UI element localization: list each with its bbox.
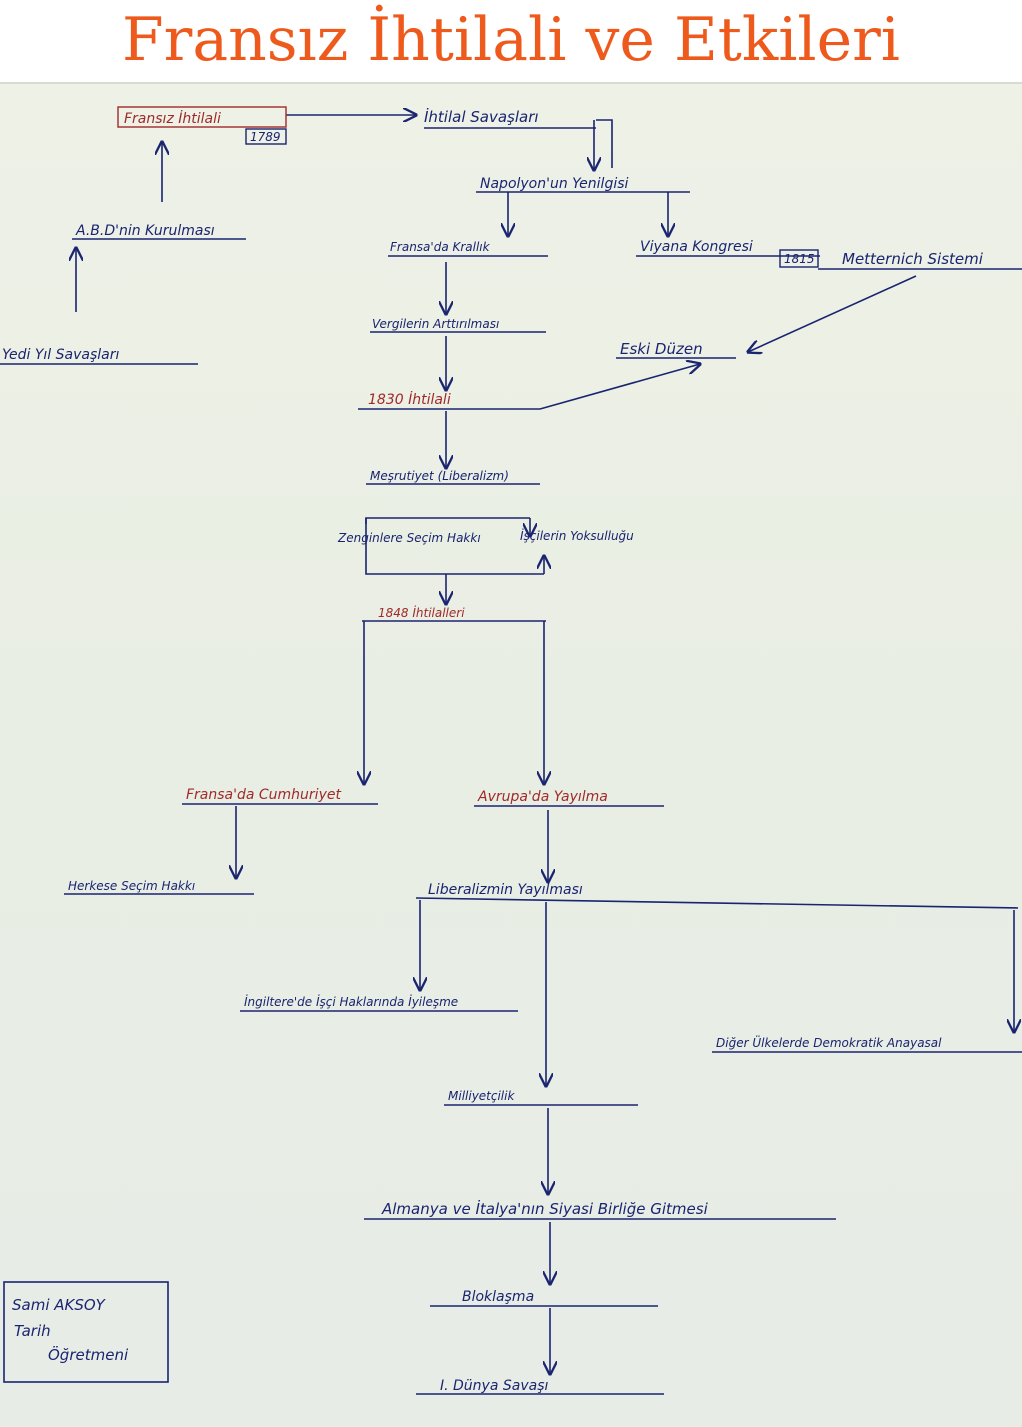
node-diger-ulkeler: Diğer Ülkelerde Demokratik Anayasal xyxy=(716,1034,942,1050)
node-almanya-italya: Almanya ve İtalya'nın Siyasi Birliğe Git… xyxy=(381,1199,709,1218)
page-title: Fransız İhtilali ve Etkileri xyxy=(122,5,900,75)
node-mesrutiyet: Meşrutiyet (Liberalizm) xyxy=(370,469,509,483)
title-band: Fransız İhtilali ve Etkileri xyxy=(0,0,1022,82)
connector-savaslar xyxy=(596,119,613,168)
node-1830: 1830 İhtilali xyxy=(368,390,451,408)
bracket-top xyxy=(365,517,530,524)
signature-box xyxy=(3,1281,169,1383)
node-isciler: İşçilerin Yoksulluğu xyxy=(520,528,634,543)
node-ingiltere: İngiltere'de İşçi Haklarında İyileşme xyxy=(244,994,458,1009)
flow-diagram: Fransız İhtilali 1789 İhtilal Savaşları … xyxy=(0,106,1022,1395)
underline-liberalizm xyxy=(415,897,1019,909)
node-vergiler: Vergilerin Arttırılması xyxy=(372,317,499,331)
box-1789 xyxy=(245,128,287,145)
node-fransiz-ihtilali: Fransız İhtilali xyxy=(124,109,221,127)
node-milliyetcilik: Milliyetçilik xyxy=(448,1089,515,1103)
signature-name: Sami AKSOY xyxy=(12,1296,107,1314)
node-1848: 1848 İhtilalleri xyxy=(378,605,465,620)
node-fransada-krallik: Fransa'da Krallık xyxy=(390,240,491,254)
node-liberalizm-yayilmasi: Liberalizmin Yayılması xyxy=(428,882,583,898)
node-metternich: Metternich Sistemi xyxy=(842,250,984,268)
notebook-page: Fransız İhtilali 1789 İhtilal Savaşları … xyxy=(0,82,1022,1427)
node-herkese-secim: Herkese Seçim Hakkı xyxy=(68,879,195,893)
node-1789: 1789 xyxy=(250,130,281,144)
node-viyana-kongresi: Viyana Kongresi xyxy=(640,239,753,255)
node-zenginler: Zenginlere Seçim Hakkı xyxy=(337,531,481,545)
arrow-1830-to-eski-duzen xyxy=(539,364,700,410)
box-1815 xyxy=(779,249,819,268)
node-abd-kurulmasi: A.B.D'nin Kurulması xyxy=(75,223,215,239)
arrow-metternich-to-eski-duzen xyxy=(748,275,917,352)
node-cumhuriyet: Fransa'da Cumhuriyet xyxy=(186,787,341,803)
node-ihtilal-savaslari: İhtilal Savaşları xyxy=(424,107,539,126)
node-avrupada-yayilma: Avrupa'da Yayılma xyxy=(477,789,608,805)
node-dunya-savasi: I. Dünya Savaşı xyxy=(440,1378,548,1394)
node-yedi-yil: Yedi Yıl Savaşları xyxy=(2,347,119,363)
node-eski-duzen: Eski Düzen xyxy=(620,340,703,358)
bracket-bottom xyxy=(365,518,544,575)
signature-role-1: Tarih xyxy=(14,1322,51,1340)
signature-role-2: Öğretmeni xyxy=(48,1345,129,1364)
node-1815: 1815 xyxy=(784,252,815,266)
node-bloklasma: Bloklaşma xyxy=(462,1289,534,1305)
box-fransiz-ihtilali xyxy=(117,106,287,128)
node-napolyon-yenilgisi: Napolyon'un Yenilgisi xyxy=(480,176,629,192)
